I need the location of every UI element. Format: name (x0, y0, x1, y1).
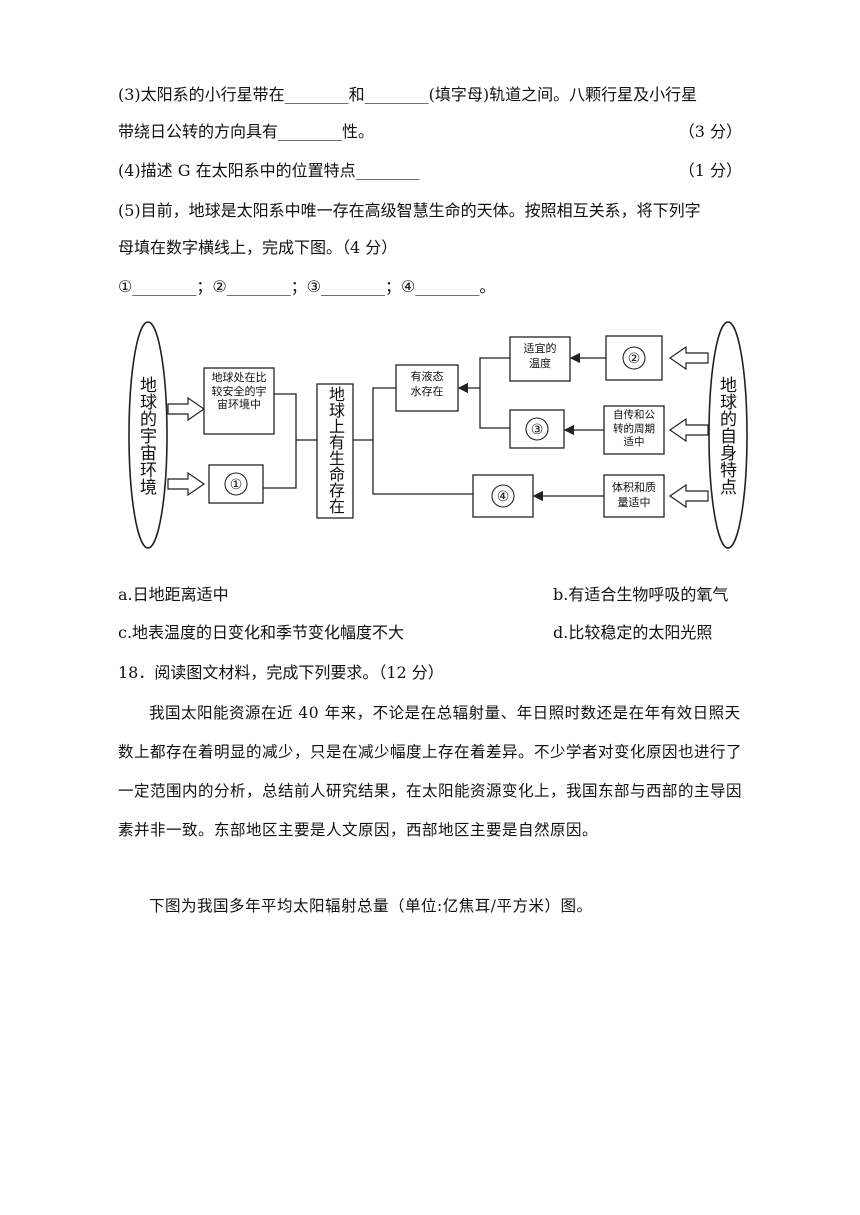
option-c: c.地表温度的日变化和季节变化幅度不大 (118, 623, 405, 642)
right-ellipse (708, 321, 748, 549)
hollow-arrow-left-lower (167, 471, 206, 497)
box-safe-environment-label: 地球处在比较安全的宇宙环境中 (211, 371, 267, 411)
left-ellipse-label: 地球的宇宙环境 (136, 376, 156, 495)
q3-score: （3 分） (678, 122, 742, 141)
hollow-arrow-left-upper (167, 396, 206, 422)
circle-label-2: ② (628, 351, 641, 367)
hollow-arrow-right-bottom (668, 483, 709, 509)
box-rotation-period-label: 自传和公转的周期适中 (613, 409, 655, 448)
hollow-arrow-right-middle (668, 417, 709, 443)
box-life-exists-label: 地球上有生命存在 (326, 386, 345, 514)
q5-line1: (5)目前，地球是太阳系中唯一存在高级智慧生命的天体。按照相互关系，将下列字 (118, 201, 701, 220)
box-blank-1 (208, 464, 264, 504)
option-b: b.有适合生物呼吸的氧气 (553, 585, 729, 604)
q18-paragraph-1: 我国太阳能资源在近 40 年来，不论是在总辐射量、年日照时数还是在年有效日照天数… (118, 704, 743, 839)
q18-heading: 18．阅读图文材料，完成下列要求。（12 分） (118, 663, 444, 682)
circle-label-4: ④ (497, 489, 510, 505)
q5-line2: 母填在数字横线上，完成下图。（4 分） (118, 238, 398, 257)
q4-line: (4)描述 G 在太阳系中的位置特点________ (118, 161, 420, 180)
box-volume-mass-label: 体积和质量适中 (612, 481, 656, 509)
life-conditions-diagram: 地球的宇宙环境 地球的自身特点 地球处在比较安全的宇宙环境中 ① 地球上有生命存… (128, 321, 748, 549)
right-ellipse-label: 地球的自身特点 (716, 376, 736, 495)
q3-line2: 带绕日公转的方向具有________性。 (118, 122, 375, 141)
box-safe-environment (203, 367, 275, 435)
box-temperature-label: 适宜的温度 (523, 342, 557, 370)
q18-paragraph-2: 下图为我国多年平均太阳辐射总量（单位:亿焦耳/平方米）图。 (149, 897, 593, 915)
hollow-arrow-right-top (668, 345, 709, 371)
option-a: a.日地距离适中 (118, 585, 229, 604)
box-blank-4 (472, 474, 534, 518)
box-temperature (509, 336, 571, 382)
box-volume-mass (603, 474, 665, 518)
q5-blanks: ①________；②________；③________；④________。 (118, 277, 496, 296)
q4-score: （1 分） (678, 161, 742, 180)
box-liquid-water-label: 有液态水存在 (410, 370, 444, 398)
box-rotation-period (603, 405, 665, 455)
box-liquid-water (395, 364, 459, 412)
circle-label-3: ③ (531, 422, 544, 438)
option-d: d.比较稳定的太阳光照 (553, 623, 713, 642)
q3-line1: (3)太阳系的小行星带在________和________(填字母)轨道之间。八… (118, 85, 698, 104)
box-life-exists (316, 383, 354, 519)
circle-label-1: ① (230, 477, 243, 493)
left-ellipse (128, 321, 168, 549)
